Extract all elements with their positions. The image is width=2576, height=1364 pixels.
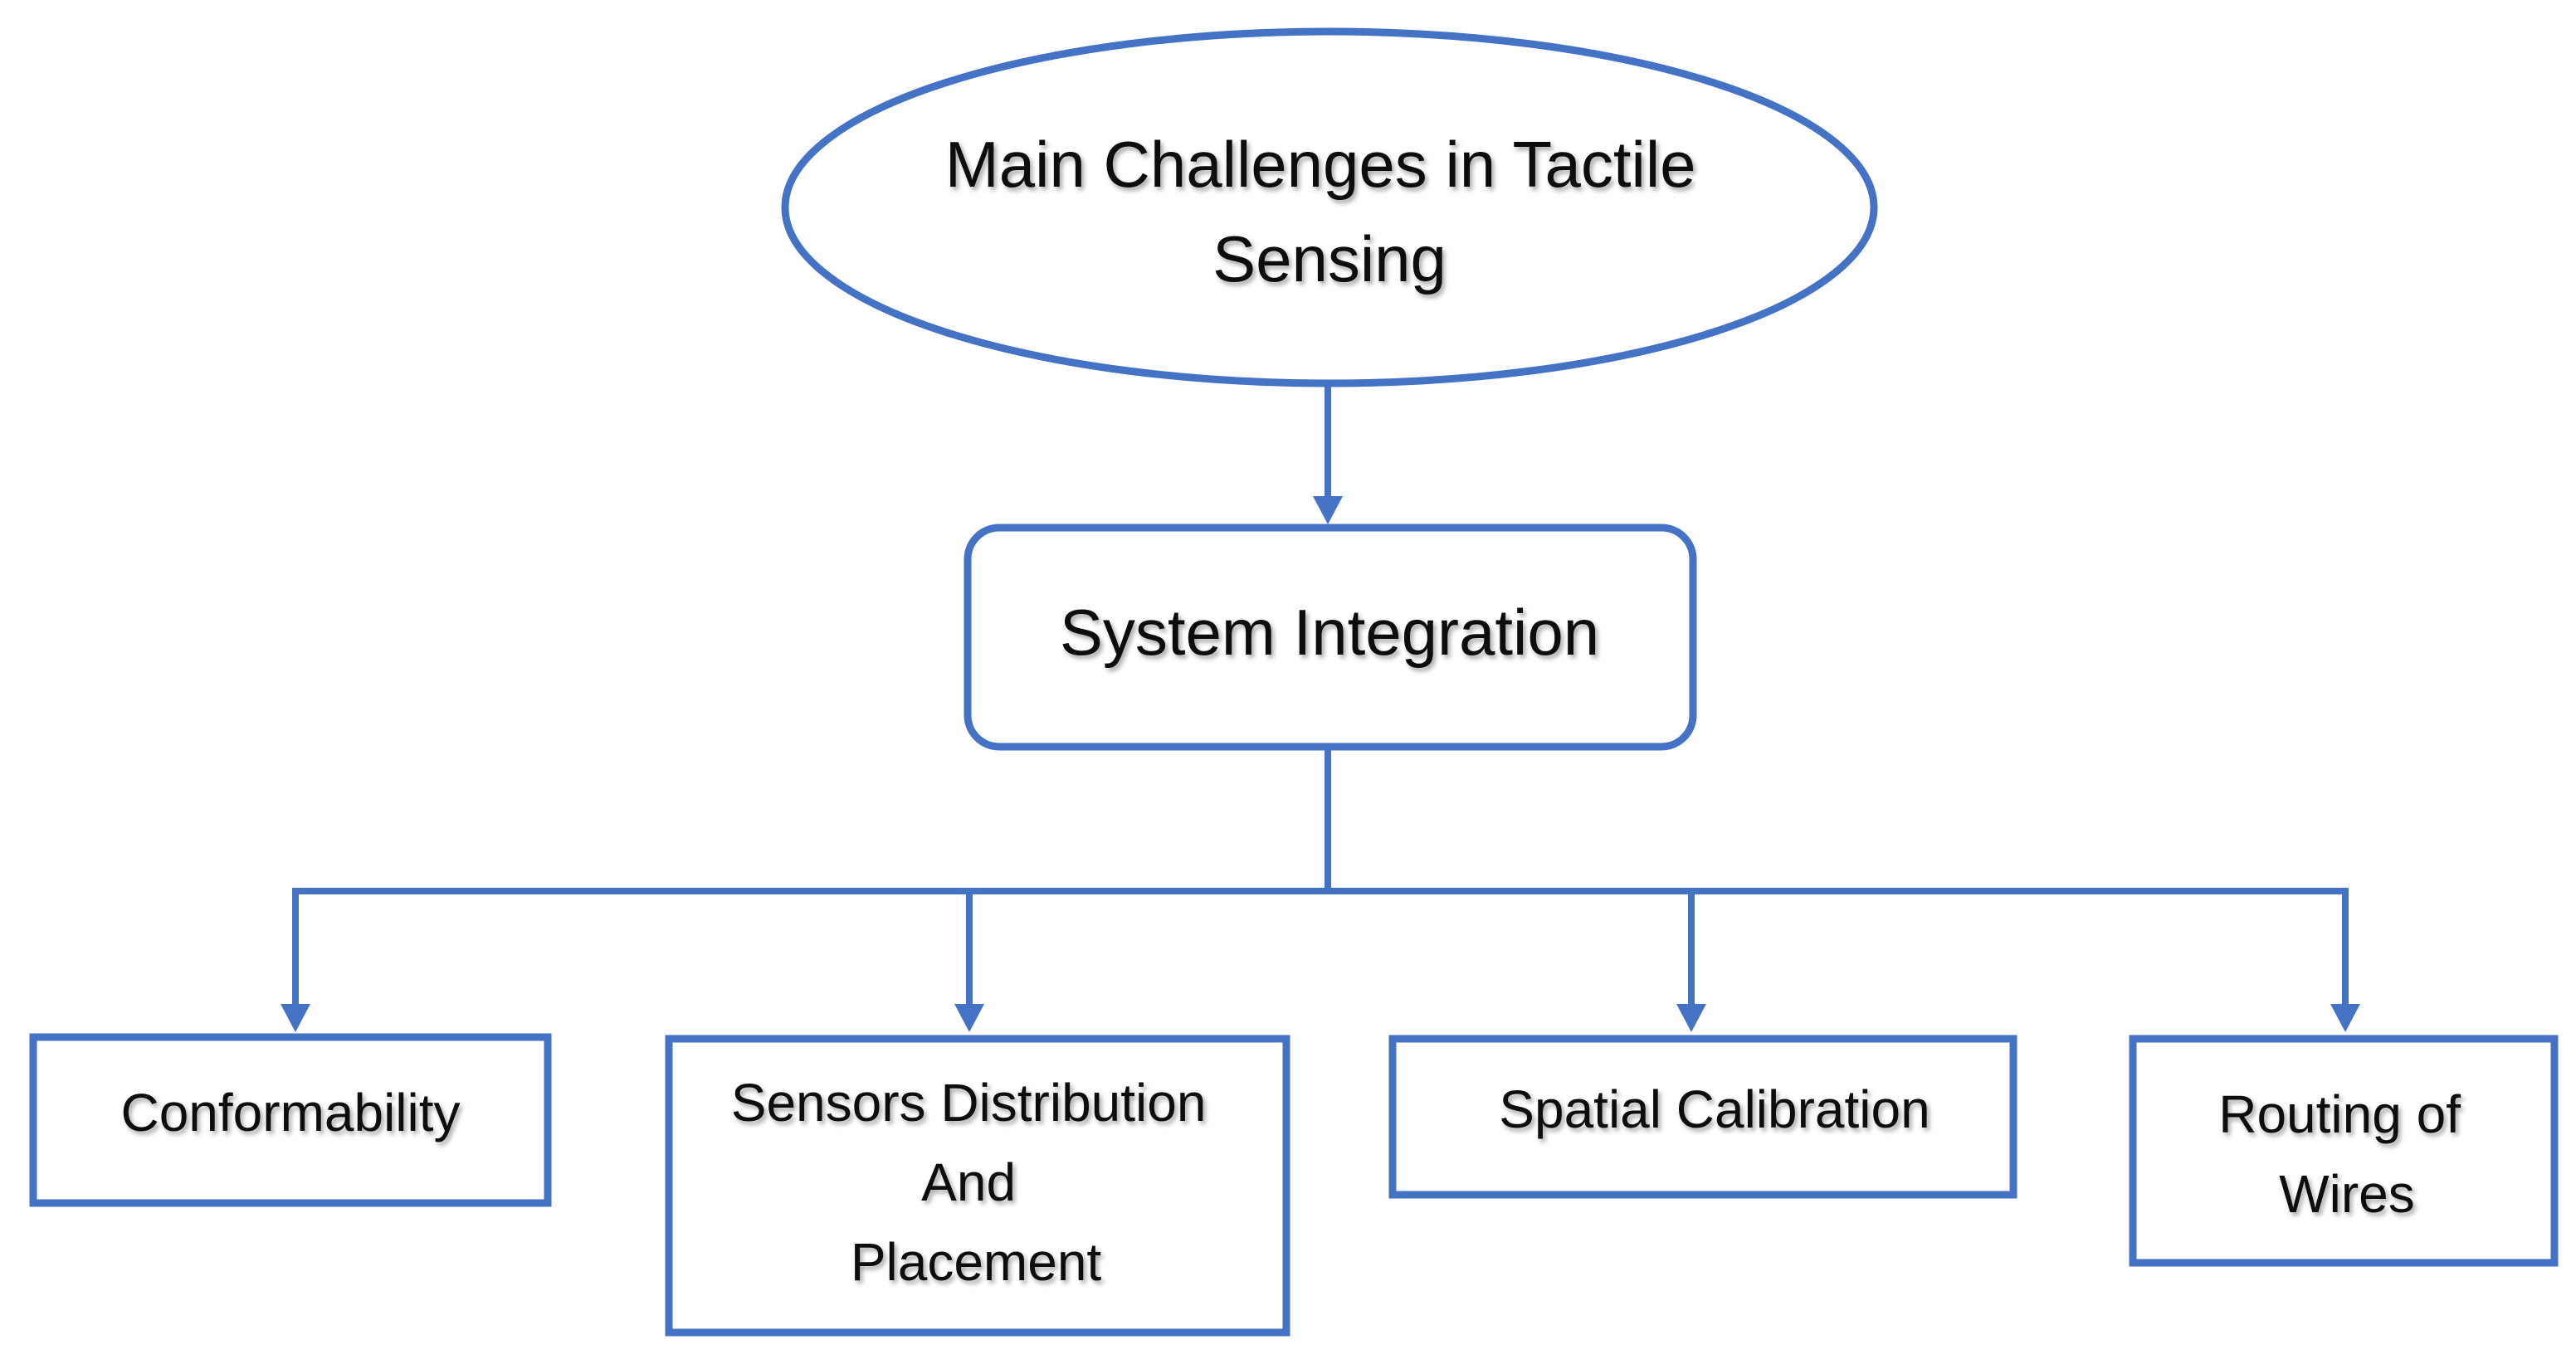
mid-label-line-1: System Integration xyxy=(1060,596,1599,669)
leaf-label-conformability: Conformability xyxy=(120,1083,460,1142)
root-label-line-1: Main Challenges in Tactile xyxy=(945,128,1696,201)
mid-box xyxy=(964,524,1697,751)
leaf-sensors-distribution: Sensors Distribution And Placement xyxy=(665,1035,1290,1337)
leaf-label-conformability-line-1: Conformability xyxy=(120,1083,460,1142)
leaf-label-spatial-calibration-line-1: Spatial Calibration xyxy=(1499,1079,1930,1139)
connector-bus xyxy=(292,888,2349,1008)
mid-node: System Integration xyxy=(964,524,1697,751)
leaf-label-sensors-distribution: Sensors Distribution And Placement xyxy=(731,1073,1221,1292)
root-ellipse xyxy=(781,27,1878,387)
connectors xyxy=(281,383,2360,1032)
leaf-spatial-calibration: Spatial Calibration xyxy=(1388,1035,2017,1199)
leaf-conformability: Conformability xyxy=(29,1033,552,1207)
leaf-label-routing-of-wires-line-1: Routing of xyxy=(2218,1084,2461,1144)
leaf-label-sensors-distribution-line-3: Placement xyxy=(851,1232,1102,1292)
leaf-box-conformability xyxy=(29,1033,552,1207)
leaf-box-spatial-calibration xyxy=(1388,1035,2017,1199)
leaf-label-routing-of-wires: Routing of Wires xyxy=(2218,1084,2476,1224)
root-label-line-2: Sensing xyxy=(1212,222,1447,295)
arrowhead-conformability xyxy=(281,1004,310,1032)
arrowhead-mid xyxy=(1313,496,1343,524)
arrowhead-spatial-calibration xyxy=(1676,1004,1706,1032)
leaf-box-routing-of-wires xyxy=(2129,1035,2559,1267)
leaf-label-sensors-distribution-line-1: Sensors Distribution xyxy=(731,1073,1207,1133)
leaf-label-spatial-calibration: Spatial Calibration xyxy=(1499,1079,1930,1139)
mid-label: System Integration xyxy=(1060,596,1599,669)
root-node: Main Challenges in Tactile Sensing xyxy=(781,27,1878,387)
arrowhead-sensors-distribution xyxy=(954,1004,984,1032)
root-label: Main Challenges in Tactile Sensing xyxy=(945,128,1714,295)
leaf-box-sensors-distribution xyxy=(665,1035,1290,1337)
leaf-routing-of-wires: Routing of Wires xyxy=(2129,1035,2559,1267)
leaf-label-routing-of-wires-line-2: Wires xyxy=(2279,1164,2415,1224)
leaf-label-sensors-distribution-line-2: And xyxy=(921,1152,1016,1212)
arrowhead-routing-of-wires xyxy=(2330,1004,2360,1032)
